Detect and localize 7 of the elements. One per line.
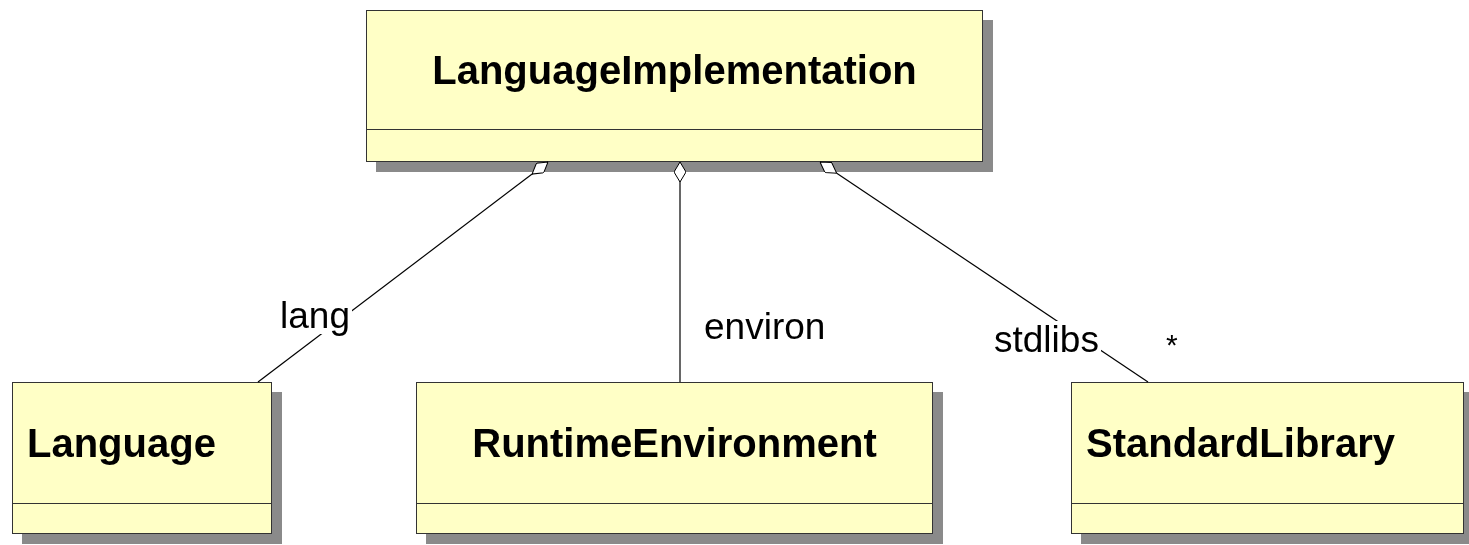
multiplicity-label: * [1166, 330, 1178, 360]
class-name: Language [27, 420, 216, 466]
aggregation-line [673, 161, 687, 383]
class-name: StandardLibrary [1086, 420, 1395, 466]
class-name: RuntimeEnvironment [472, 420, 877, 466]
class-name: LanguageImplementation [432, 47, 917, 93]
aggregation-line [257, 161, 549, 383]
